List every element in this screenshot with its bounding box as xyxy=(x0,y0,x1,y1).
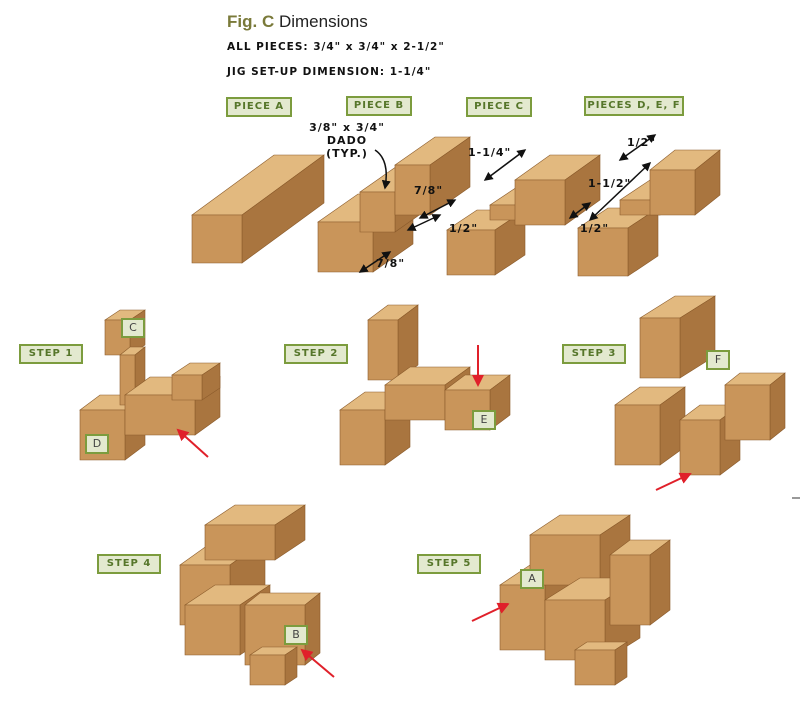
dim-d-top: 1/2" xyxy=(627,136,657,149)
dado-pointer-arrow xyxy=(374,149,391,190)
note-all-pieces: ALL PIECES: 3/4" x 3/4" x 2-1/2" xyxy=(227,41,445,53)
step3-assembly-block-2-front xyxy=(679,419,721,476)
dim-b-top: 7/8" xyxy=(414,184,444,197)
red-insert-arrow-3 xyxy=(300,648,335,678)
piece-c-block-0-front xyxy=(446,229,496,276)
step5-assembly-block-4-side xyxy=(614,641,628,686)
label-pieces-def: PIECES D, E, F xyxy=(584,96,684,116)
part-label-d: D xyxy=(85,434,109,454)
piece-b-block-1-front xyxy=(359,191,396,233)
piece-c-block-2-front xyxy=(514,179,566,226)
label-step-5: STEP 5 xyxy=(417,554,481,574)
step3-assembly-block-3-front xyxy=(724,384,771,441)
label-step-2: STEP 2 xyxy=(284,344,348,364)
step5-assembly-block-0-front xyxy=(499,584,546,651)
piece-d-block-0-front xyxy=(577,227,629,277)
dimension-arrow-1 xyxy=(406,214,442,231)
step1-assembly-block-4-front xyxy=(171,374,203,401)
dim-c-length: 1-1/4" xyxy=(468,146,512,159)
part-label-a: A xyxy=(520,569,544,589)
step5-assembly-block-4-front xyxy=(574,649,616,686)
dim-dado-label: DADO xyxy=(326,134,368,147)
label-piece-a: PIECE A xyxy=(226,97,292,117)
part-label-b: B xyxy=(284,625,308,645)
step1-assembly-block-3-front xyxy=(124,394,196,436)
step3-assembly-block-3-side xyxy=(769,372,786,441)
step3-assembly-block-1-front xyxy=(639,317,681,379)
dimension-arrow-6 xyxy=(618,134,657,161)
part-label-c: C xyxy=(121,318,145,338)
red-insert-arrow-0 xyxy=(176,428,209,458)
part-label-e: E xyxy=(472,410,496,430)
dim-dado-typ: (TYP.) xyxy=(326,147,368,160)
dimension-arrow-3 xyxy=(483,149,527,181)
step4-assembly-block-2-front xyxy=(184,604,241,656)
step4-assembly-block-4-front xyxy=(249,654,286,686)
dim-dado-size: 3/8" x 3/4" xyxy=(309,121,385,134)
step3-assembly-block-0-front xyxy=(614,404,661,466)
figure-title: Fig. C Dimensions xyxy=(227,12,368,31)
note-jig-setup: JIG SET-UP DIMENSION: 1-1/4" xyxy=(227,66,432,78)
dim-c-width: 1/2" xyxy=(449,222,479,235)
dimension-arrow-5 xyxy=(588,161,652,222)
dimension-arrow-2 xyxy=(358,251,392,273)
step2-assembly-block-1-front xyxy=(367,319,399,381)
step5-assembly-block-3-side xyxy=(649,539,671,626)
label-step-1: STEP 1 xyxy=(19,344,83,364)
dim-d-bottom: 1/2" xyxy=(580,222,610,235)
part-label-f: F xyxy=(706,350,730,370)
step2-assembly-block-2-front xyxy=(384,384,446,421)
label-step-3: STEP 3 xyxy=(562,344,626,364)
step5-assembly-block-3-front xyxy=(609,554,651,626)
step2-assembly-block-0-front xyxy=(339,409,386,466)
dim-d-length: 1-1/2" xyxy=(588,177,632,190)
piece-d-block-2-front xyxy=(649,169,696,216)
dim-b-bottom: 7/8" xyxy=(376,257,406,270)
red-insert-arrow-4 xyxy=(471,602,510,622)
step4-assembly-block-1-front xyxy=(204,524,276,561)
dimension-arrow-4 xyxy=(568,202,592,219)
label-piece-c: PIECE C xyxy=(466,97,532,117)
label-step-4: STEP 4 xyxy=(97,554,161,574)
piece-a-block-0-front xyxy=(191,214,243,264)
label-piece-b: PIECE B xyxy=(346,96,412,116)
red-insert-arrow-2 xyxy=(655,472,692,491)
